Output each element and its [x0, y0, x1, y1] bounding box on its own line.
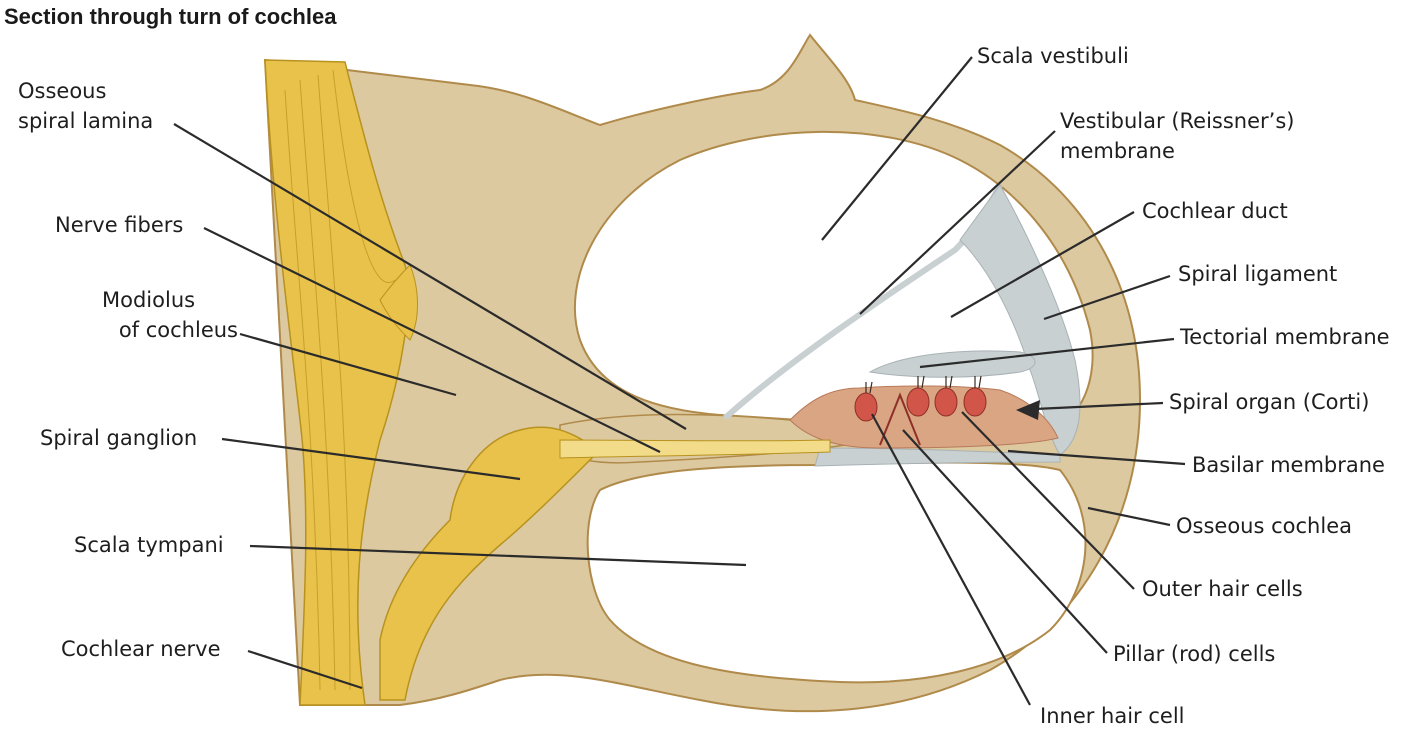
label-outer-hair-cells: Outer hair cells	[1142, 577, 1303, 601]
cochlear-nerve-shape	[264, 59, 409, 706]
spiral-organ-arrowhead	[1016, 400, 1040, 420]
leader-basilar-membrane	[1007, 449, 1186, 466]
leader-inner-hair-cell	[871, 413, 1031, 706]
label-tectorial-membrane: Tectorial membrane	[1180, 325, 1390, 349]
leader-cochlear-duct	[950, 211, 1135, 318]
nerve-branch-shape	[379, 264, 418, 341]
nerve-structures	[264, 59, 831, 706]
leader-outer-hair-cells	[961, 411, 1135, 590]
spiral-organ	[789, 375, 1059, 449]
outer-hair-cell-shape	[934, 387, 958, 417]
leader-pillar-cells	[902, 429, 1108, 654]
label-osseous-spiral-lamina: Osseous spiral lamina	[18, 79, 154, 133]
leader-osseous-spiral-lamina	[173, 123, 687, 430]
leader-tectorial-membrane	[919, 337, 1175, 369]
label-scala-vestibuli: Scala vestibuli	[977, 44, 1129, 68]
label-spiral-organ: Spiral organ (Corti)	[1169, 390, 1370, 414]
leader-scala-vestibuli	[821, 56, 973, 241]
leader-spiral-ganglion	[221, 437, 521, 481]
label-vestibular-membrane: Vestibular (Reissner’s) membrane	[1060, 109, 1295, 163]
label-scala-tympani: Scala tympani	[74, 533, 224, 557]
label-spiral-ganglion: Spiral ganglion	[40, 426, 198, 450]
nerve-texture	[284, 69, 396, 691]
leader-lines	[173, 56, 1186, 706]
scala-tympani-cavity	[586, 461, 1087, 684]
leader-nerve-fibers	[203, 227, 661, 453]
label-cochlear-duct: Cochlear duct	[1142, 199, 1288, 223]
label-cochlear-nerve: Cochlear nerve	[61, 637, 221, 661]
basilar-membrane-shape	[814, 447, 1061, 467]
pillar-cells-shape	[879, 392, 921, 446]
page-title: Section through turn of cochlea	[4, 4, 337, 29]
label-modiolus: Modiolus of cochleus	[102, 288, 238, 342]
spiral-ganglion-shape	[379, 426, 602, 701]
stereocilia	[865, 375, 982, 394]
label-pillar-cells: Pillar (rod) cells	[1113, 642, 1276, 666]
leader-scala-tympani	[249, 544, 747, 567]
label-osseous-cochlea: Osseous cochlea	[1176, 514, 1352, 538]
leader-spiral-ligament	[1043, 274, 1171, 321]
leader-vestibular-membrane	[859, 130, 1056, 315]
leader-modiolus	[239, 332, 457, 397]
label-basilar-membrane: Basilar membrane	[1192, 453, 1385, 477]
label-spiral-ligament: Spiral ligament	[1178, 262, 1338, 286]
label-nerve-fibers: Nerve fibers	[55, 213, 184, 237]
nerve-fibers-shape	[559, 439, 831, 459]
outer-hair-cell-shape	[963, 387, 987, 417]
leader-cochlear-nerve	[247, 649, 363, 690]
outer-hair-cell-shape	[906, 387, 930, 417]
label-inner-hair-cell: Inner hair cell	[1040, 704, 1185, 728]
leader-osseous-cochlea	[1087, 506, 1171, 527]
leader-spiral-organ	[1034, 401, 1164, 411]
